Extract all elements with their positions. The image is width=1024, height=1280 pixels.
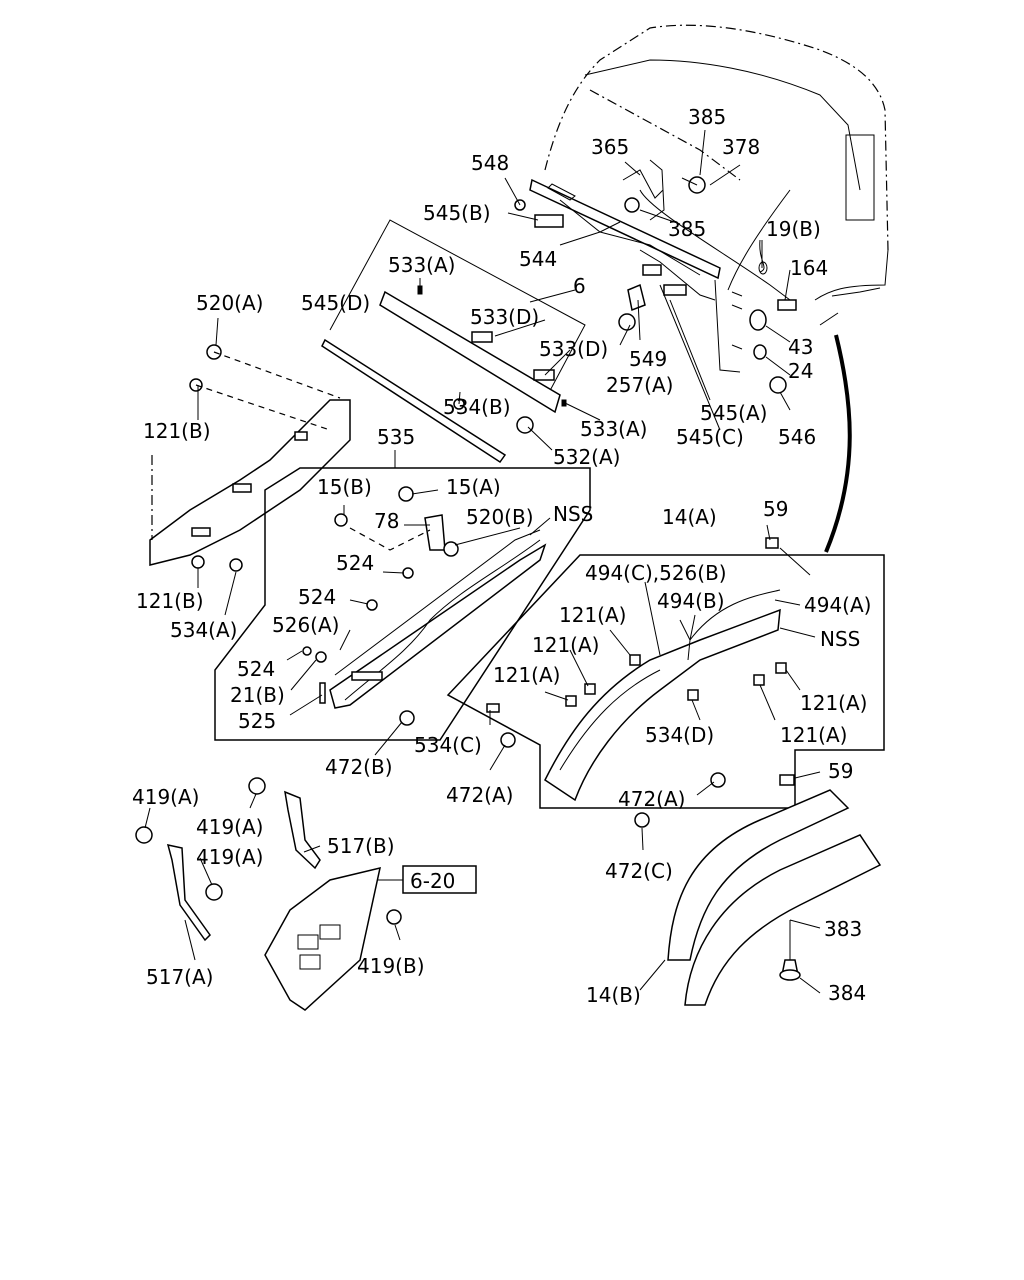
label-nss-1: NSS bbox=[553, 502, 593, 526]
label-533d-1: 533(D) bbox=[470, 305, 539, 329]
label-545c: 545(C) bbox=[676, 425, 744, 449]
label-548: 548 bbox=[471, 151, 509, 175]
label-534d: 534(D) bbox=[645, 723, 714, 747]
left-bracket-panel bbox=[149, 344, 351, 572]
label-524-3: 524 bbox=[237, 657, 275, 681]
label-472a-2: 472(A) bbox=[618, 787, 685, 811]
label-524-2: 524 bbox=[298, 585, 336, 609]
label-472b: 472(B) bbox=[325, 755, 393, 779]
label-546: 546 bbox=[778, 425, 816, 449]
label-520a: 520(A) bbox=[196, 291, 263, 315]
label-494b: 494(B) bbox=[657, 589, 725, 613]
label-517b: 517(B) bbox=[327, 834, 395, 858]
label-385-mid: 385 bbox=[668, 217, 706, 241]
label-6: 6 bbox=[573, 274, 586, 298]
label-419a-1: 419(A) bbox=[132, 785, 199, 809]
label-545d: 545(D) bbox=[301, 291, 370, 315]
label-532a: 532(A) bbox=[553, 445, 620, 469]
group-box-535 bbox=[214, 467, 591, 741]
label-385-top: 385 bbox=[688, 105, 726, 129]
label-533d-2: 533(D) bbox=[539, 337, 608, 361]
label-19b: 19(B) bbox=[766, 217, 821, 241]
label-534c: 534(C) bbox=[414, 733, 482, 757]
label-121a-5: 121(A) bbox=[780, 723, 847, 747]
label-534b: 534(B) bbox=[443, 395, 511, 419]
label-21b: 21(B) bbox=[230, 683, 285, 707]
label-472a-1: 472(A) bbox=[446, 783, 513, 807]
label-383: 383 bbox=[824, 917, 862, 941]
label-257a: 257(A) bbox=[606, 373, 673, 397]
label-14a: 14(A) bbox=[662, 505, 717, 529]
label-164: 164 bbox=[790, 256, 828, 280]
label-384: 384 bbox=[828, 981, 866, 1005]
label-545a: 545(A) bbox=[700, 401, 767, 425]
label-121a-3: 121(A) bbox=[493, 663, 560, 687]
label-59-bot: 59 bbox=[828, 759, 853, 783]
label-378: 378 bbox=[722, 135, 760, 159]
part-labels: 385 378 548 365 385 545(B) 19(B) 544 533… bbox=[132, 105, 871, 1007]
label-525: 525 bbox=[238, 709, 276, 733]
label-545b: 545(B) bbox=[423, 201, 491, 225]
label-494a: 494(A) bbox=[804, 593, 871, 617]
top-visor-assembly bbox=[514, 159, 797, 394]
label-121b-top: 121(B) bbox=[143, 419, 211, 443]
visor-panel bbox=[321, 219, 586, 464]
label-535: 535 bbox=[377, 425, 415, 449]
reference-box-6-20[interactable] bbox=[402, 865, 477, 894]
label-121b-bot: 121(B) bbox=[136, 589, 204, 613]
label-419a-3: 419(A) bbox=[196, 845, 263, 869]
label-24: 24 bbox=[788, 359, 813, 383]
label-14b: 14(B) bbox=[586, 983, 641, 1007]
label-419a-2: 419(A) bbox=[196, 815, 263, 839]
label-15b: 15(B) bbox=[317, 475, 372, 499]
label-533a-top: 533(A) bbox=[388, 253, 455, 277]
label-549: 549 bbox=[629, 347, 667, 371]
label-534a: 534(A) bbox=[170, 618, 237, 642]
label-524-1: 524 bbox=[336, 551, 374, 575]
label-494c-526b: 494(C),526(B) bbox=[585, 561, 727, 585]
label-121a-1: 121(A) bbox=[559, 603, 626, 627]
connector-arc bbox=[824, 334, 852, 553]
label-526a: 526(A) bbox=[272, 613, 339, 637]
label-121a-2: 121(A) bbox=[532, 633, 599, 657]
label-419b: 419(B) bbox=[357, 954, 425, 978]
label-533a-bot: 533(A) bbox=[580, 417, 647, 441]
label-472c: 472(C) bbox=[605, 859, 673, 883]
label-544: 544 bbox=[519, 247, 557, 271]
label-78: 78 bbox=[374, 509, 399, 533]
label-6-20: 6-20 bbox=[410, 869, 455, 893]
label-365: 365 bbox=[591, 135, 629, 159]
leader-lines bbox=[144, 129, 821, 994]
cab-outline bbox=[544, 24, 889, 373]
label-520b: 520(B) bbox=[466, 505, 534, 529]
label-nss-2: NSS bbox=[820, 627, 860, 651]
label-15a: 15(A) bbox=[446, 475, 501, 499]
mudguard-assembly bbox=[634, 772, 882, 1006]
label-517a: 517(A) bbox=[146, 965, 213, 989]
label-59-top: 59 bbox=[763, 497, 788, 521]
label-43: 43 bbox=[788, 335, 813, 359]
group-box-14a bbox=[446, 537, 885, 809]
label-121a-4: 121(A) bbox=[800, 691, 867, 715]
